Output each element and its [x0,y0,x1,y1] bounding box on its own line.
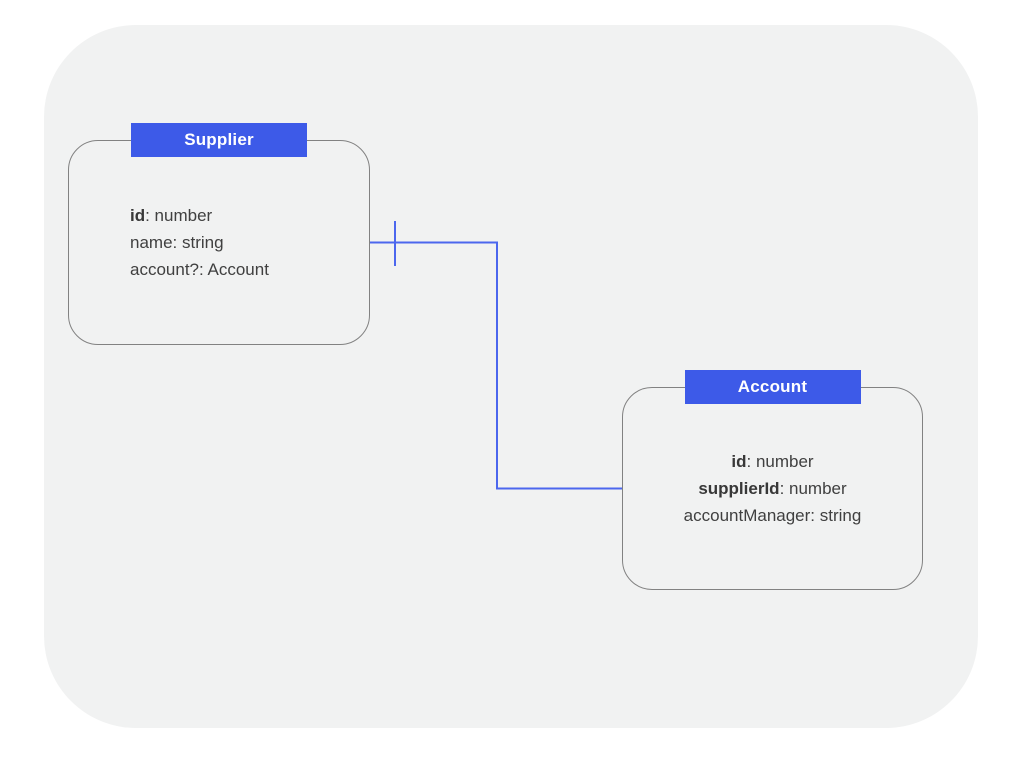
field-accountmanager: accountManager: string [684,502,862,529]
field-id-type: : number [746,452,814,471]
entity-account-title: Account [737,377,808,396]
field-name-label: name [130,233,173,252]
field-id-label: id [731,452,747,471]
field-supplierid-type: : number [779,479,847,498]
field-account: account?: Account [130,256,269,283]
field-id-type: : number [145,206,213,225]
entity-supplier-fields: id: number name: string account?: Accoun… [69,141,369,344]
field-id: id: number [731,448,813,475]
entity-account-fields: id: number supplierId: number accountMan… [623,388,922,589]
entity-supplier-header: Supplier [131,123,307,157]
field-name-type: : string [172,233,224,252]
field-account-type: : Account [199,260,269,279]
field-supplierid: supplierId: number [698,475,846,502]
entity-account: Account id: number supplierId: number ac… [622,370,923,590]
field-account-label: account? [130,260,199,279]
field-accountmanager-label: accountManager [683,506,811,525]
entity-supplier: Supplier id: number name: string account… [68,123,370,345]
field-accountmanager-type: : string [810,506,862,525]
entity-account-header: Account [684,370,861,404]
field-id-label: id [130,206,146,225]
field-name: name: string [130,229,224,256]
field-id: id: number [130,202,212,229]
entity-supplier-title: Supplier [184,130,254,149]
field-supplierid-label: supplierId [698,479,780,498]
